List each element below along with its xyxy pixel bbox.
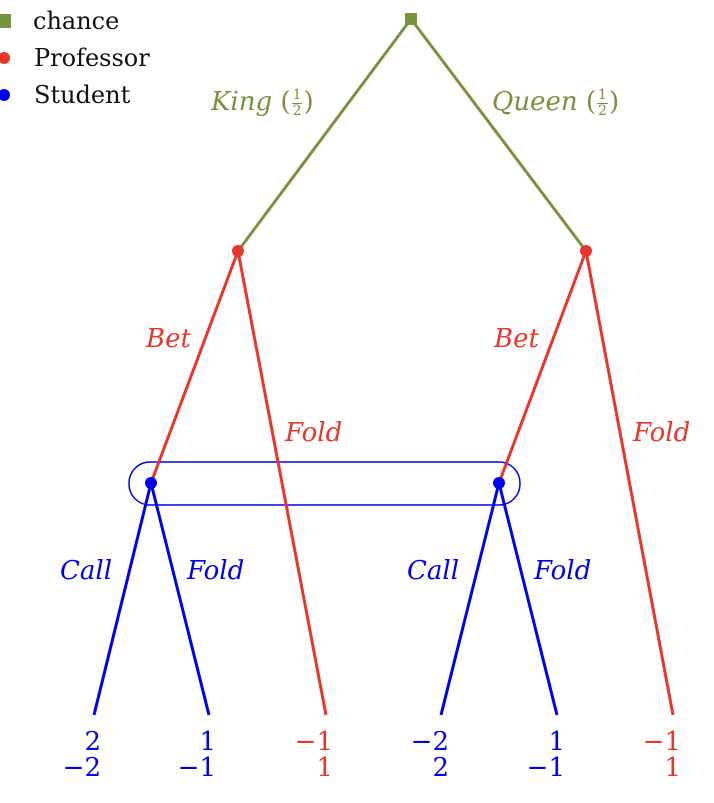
payoff-6: −1 1 [621,729,681,781]
denominator: 2 [292,102,302,119]
edge-sfold-right [497,482,559,716]
legend-label: Professor [34,43,150,72]
fold-label-left: Fold [285,418,343,448]
paren-open: ( [585,87,597,118]
numerator: 1 [291,87,303,104]
edge-bet-left [149,250,240,484]
edge-bet-right [497,250,588,484]
legend-label: chance [33,6,120,35]
payoff-professor: 1 [548,727,565,757]
payoff-professor: −1 [642,727,681,757]
edge-call-right [439,482,501,716]
student-fold-label-left: Fold [187,556,245,586]
denominator: 2 [598,102,607,119]
square-icon [0,13,11,28]
circle-icon [0,51,10,64]
legend-item-student: Student [0,76,150,113]
payoff-4: −2 2 [389,729,449,781]
payoff-professor: 2 [84,727,101,757]
payoff-student: 1 [316,753,333,783]
fold-label-right: Fold [633,418,691,448]
payoff-5: 1 −1 [505,729,565,781]
edge-sfold-left [149,482,211,716]
payoff-student: −2 [62,753,101,783]
professor-node-queen [580,245,592,257]
payoff-student: 2 [432,753,449,783]
student-node-right [493,477,505,489]
edge-fold-left [236,250,328,716]
payoff-professor: 1 [199,727,216,757]
information-set [128,461,521,506]
paren-close: ) [608,87,620,118]
legend-item-chance: chance [0,2,150,39]
queen-text: Queen [492,87,578,118]
chance-node [405,13,417,25]
payoff-professor: −1 [294,727,333,757]
call-label-left: Call [60,556,113,586]
payoff-student: 1 [664,753,681,783]
student-node-left [145,477,157,489]
bet-label-left: Bet [146,324,191,354]
numerator: 1 [597,87,608,104]
bet-label-right: Bet [494,324,539,354]
legend-item-professor: Professor [0,39,150,76]
payoff-student: −1 [526,753,565,783]
call-label-right: Call [407,556,460,586]
edge-king [236,18,413,252]
payoff-2: 1 −1 [156,729,216,781]
edge-fold-right [584,250,675,716]
legend: chance Professor Student [0,2,150,113]
payoff-3: −1 1 [273,729,333,781]
professor-node-king [232,245,244,257]
payoff-professor: −2 [410,727,449,757]
circle-icon [0,88,10,101]
edge-queen [409,18,588,252]
student-fold-label-right: Fold [534,556,592,586]
payoff-1: 2 −2 [41,729,101,781]
payoff-student: −1 [177,753,216,783]
paren-open: ( [280,87,291,118]
edge-call-left [92,482,153,716]
legend-label: Student [34,80,131,109]
paren-close: ) [303,87,314,118]
king-text: King [211,87,273,118]
